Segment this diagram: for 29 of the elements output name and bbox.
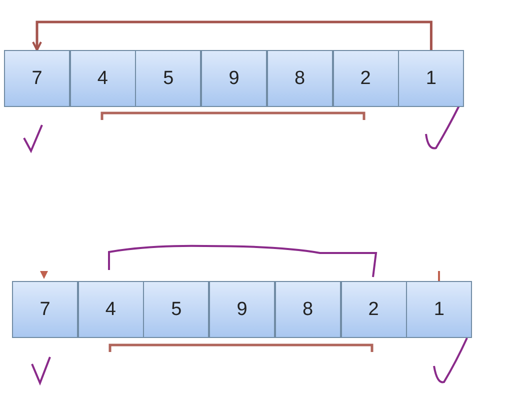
array-cell [143,281,210,338]
cell-value: 7 [32,68,42,90]
cell-value: 4 [97,68,108,90]
cell-value: 8 [294,68,306,90]
array-cell [135,50,202,107]
cell-value: 7 [40,298,50,320]
array-cell [266,50,333,107]
cell-value: 5 [163,68,174,90]
cell-value: 9 [236,298,248,320]
cell-value: 2 [368,298,379,320]
array-cell [70,50,136,107]
cell-value: 5 [171,298,182,320]
array-cell [78,281,144,338]
cell-value: 2 [360,68,371,90]
cell-value: 8 [302,298,314,320]
array-cell [332,50,398,107]
array-cell [398,50,464,107]
array-cell [12,281,78,338]
arrow [32,20,432,51]
array-cell [4,50,70,107]
array-cell [340,281,406,338]
array-cell [406,281,472,338]
array-cell [209,281,276,338]
cell-value: 1 [426,68,436,90]
cell-value: 4 [105,298,116,320]
array-cell [274,281,341,338]
cell-value: 1 [434,298,444,320]
array-cell [201,50,268,107]
cell-value: 9 [228,68,240,90]
